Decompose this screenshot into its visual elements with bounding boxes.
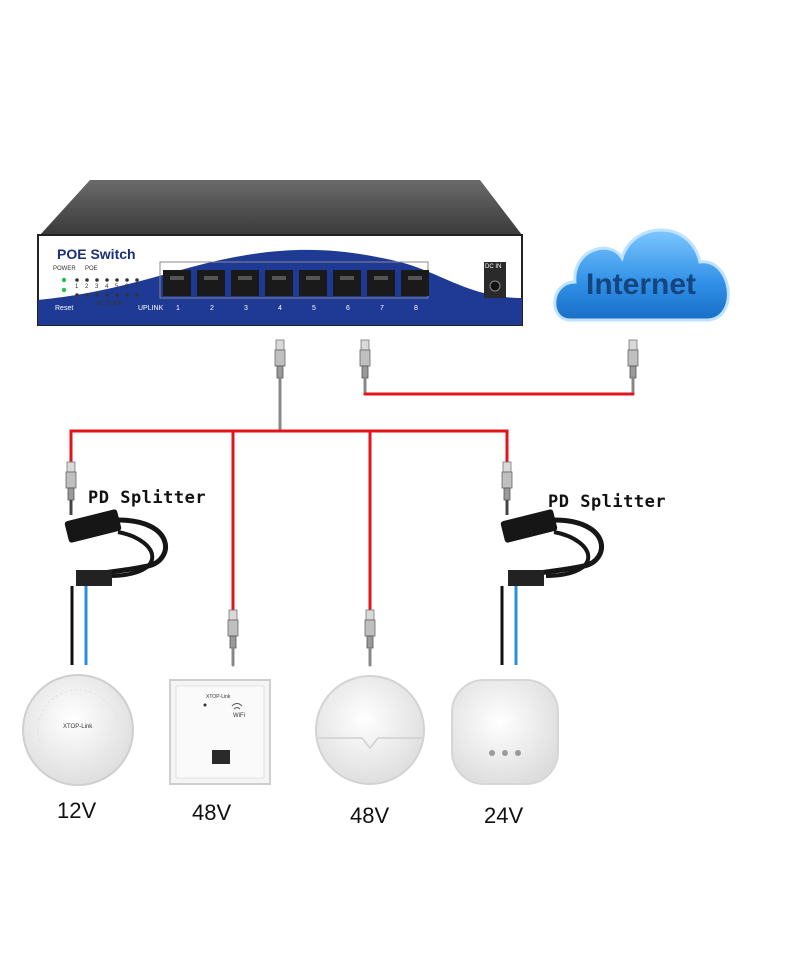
- wall-panel-ap-48v: [169, 679, 271, 785]
- uplink-label: UPLINK: [138, 305, 164, 312]
- power-led: [61, 277, 67, 283]
- port-num-1: 1: [176, 305, 180, 312]
- port-num-7: 7: [380, 305, 384, 312]
- port-contacts: [170, 276, 422, 280]
- power-led-label: POWER: [53, 266, 76, 272]
- port-num-4: 4: [278, 305, 282, 312]
- act-link-label: ACT/LINK: [96, 301, 124, 307]
- wifi-icon: [231, 703, 243, 710]
- port-8: [401, 270, 429, 296]
- splitter-right-outputs: [508, 570, 544, 586]
- dc-in-socket: [489, 280, 501, 292]
- voltage-label-ap2: 48V: [192, 800, 232, 825]
- port-num-6: 6: [346, 305, 350, 312]
- ap1-brand: XTOP-Link: [63, 724, 93, 730]
- voltage-label-ap3: 48V: [350, 803, 390, 828]
- led-num-5: 5: [115, 284, 119, 290]
- port-6: [333, 270, 361, 296]
- led-num-7: 7: [135, 284, 139, 290]
- poe-switch: [37, 180, 523, 326]
- ap2-brand: XTOP-Link: [206, 694, 231, 700]
- switch-ports: [163, 270, 429, 296]
- port-num-5: 5: [312, 305, 316, 312]
- cable-network: [65, 339, 639, 667]
- splitter-left-label: PD Splitter: [88, 488, 207, 508]
- port-5: [299, 270, 327, 296]
- splitter-right-body: [500, 509, 558, 543]
- splitter-left-body: [64, 509, 122, 543]
- led-num-4: 4: [105, 284, 109, 290]
- port-3: [231, 270, 259, 296]
- splitter-right-label: PD Splitter: [548, 492, 667, 512]
- ap2-wifi-label: WiFi: [233, 713, 245, 719]
- port-num-8: 8: [414, 305, 418, 312]
- splitter-left-input-connector: [65, 461, 77, 501]
- poe-led-label: POE: [85, 266, 98, 272]
- ceiling-ap-24v: [451, 679, 559, 785]
- splitter-right-input-connector: [501, 461, 513, 501]
- ap3-connector: [364, 609, 376, 649]
- ceiling-ap-12v: [22, 674, 134, 786]
- voltage-label-ap1: 12V: [57, 798, 97, 823]
- ap2-connector: [227, 609, 239, 649]
- dc-in-label: DC IN: [485, 264, 502, 270]
- led-num-6: 6: [125, 284, 129, 290]
- internet-cloud: [553, 228, 730, 322]
- cloud-shape: [553, 228, 730, 322]
- splitter-left-outputs: [76, 570, 112, 586]
- led-num-2: 2: [85, 284, 89, 290]
- port-7: [367, 270, 395, 296]
- pd-splitter-left: [64, 500, 168, 665]
- pd-splitter-right: [500, 500, 604, 665]
- switch-top: [40, 180, 522, 235]
- port-1: [163, 270, 191, 296]
- uplink-switch-connector: [359, 339, 371, 379]
- switch-title: POE Switch: [57, 246, 136, 262]
- port-2: [197, 270, 225, 296]
- ceiling-ap-48v: [315, 675, 425, 785]
- uplink-cloud-connector: [627, 339, 639, 379]
- port-4: [265, 270, 293, 296]
- led-num-3: 3: [95, 284, 99, 290]
- internet-label: Internet: [586, 268, 697, 301]
- voltage-label-ap4: 24V: [484, 803, 524, 828]
- reset-label: Reset: [55, 305, 74, 312]
- poe-distribution-cable: [69, 429, 509, 464]
- port-num-3: 3: [244, 305, 248, 312]
- status-led: [61, 287, 67, 293]
- trunk-connector: [274, 339, 286, 379]
- led-num-1: 1: [75, 284, 79, 290]
- dc-in-jack: [484, 262, 506, 298]
- port-num-2: 2: [210, 305, 214, 312]
- wall-panel-lan-port: [212, 750, 230, 764]
- led-indicators: [61, 277, 139, 297]
